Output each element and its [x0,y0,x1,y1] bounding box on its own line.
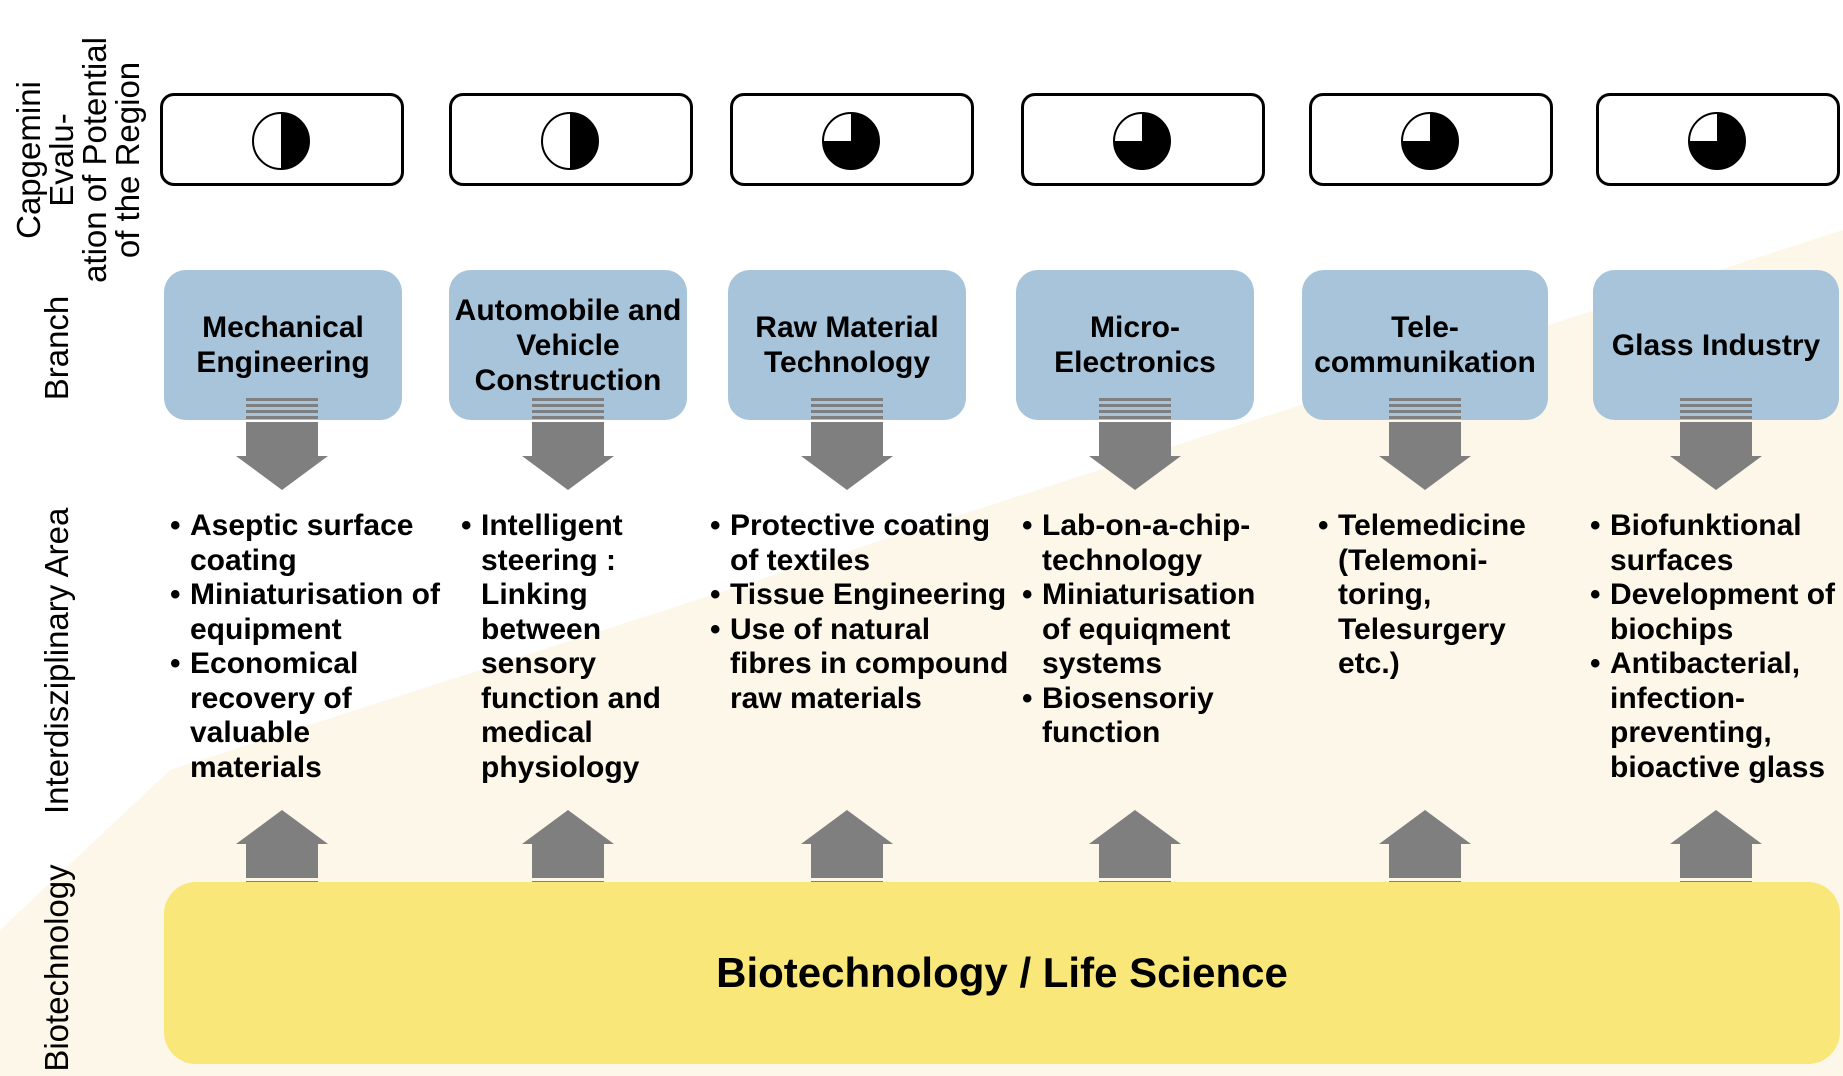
harvey-fill [823,113,879,169]
area-item: Use of natural fibres in compound raw ma… [710,613,1010,717]
branch-label: Tele-communikation [1314,311,1536,379]
branch-label: Raw Material Technology [755,311,939,379]
biotechnology-title: Biotechnology / Life Science [716,949,1288,996]
branch-label: Automobile and Vehicle Construction [454,293,682,397]
area-item: Antibacterial, infection-preventing, bio… [1590,647,1840,785]
area-item: Development of biochips [1590,578,1840,647]
branch-box-mechanical-engineering: Mechanical Engineering [164,270,402,420]
harvey-ball-icon [1113,112,1171,170]
area-item: Telemedicine (Telemoni-toring, Telesurge… [1318,509,1568,682]
area-item: Miniaturisation of equiqment systems [1022,578,1290,682]
row-label-evaluation: Capgemini Evalu- ation of Potential of t… [10,37,146,283]
area-list-mechanical-engineering: Aseptic surface coating Miniaturisation … [170,509,442,785]
harvey-fill [281,113,309,169]
down-arrow-icon [1670,398,1762,490]
area-list-automobile: Intelligent steering : Linking between s… [461,509,683,785]
harvey-ball-icon [822,112,880,170]
rating-box [449,93,693,186]
harvey-ball-icon [252,112,310,170]
down-arrow-icon [1089,398,1181,490]
harvey-ball-icon [541,112,599,170]
branch-box-micro-electronics: Micro-Electronics [1016,270,1254,420]
area-list-glass-industry: Biofunktional surfaces Development of bi… [1590,509,1840,785]
area-list-micro-electronics: Lab-on-a-chip-technology Miniaturisation… [1022,509,1290,751]
rating-box [1309,93,1553,186]
branch-label: Glass Industry [1611,328,1821,362]
area-item: Tissue Engineering [710,578,1010,613]
branch-label: Mechanical Engineering [196,311,370,379]
harvey-ball-icon [1401,112,1459,170]
branch-label: Micro-Electronics [1054,311,1216,379]
area-list-telecommunication: Telemedicine (Telemoni-toring, Telesurge… [1318,509,1568,682]
rating-box [160,93,404,186]
rating-box [1021,93,1265,186]
branch-box-telecommunication: Tele-communikation [1302,270,1548,420]
down-arrow-icon [522,398,614,490]
area-item: Economical recovery of valuable material… [170,647,442,785]
area-item: Miniaturisation of equipment [170,578,442,647]
area-item: Aseptic surface coating [170,509,442,578]
down-arrow-icon [801,398,893,490]
branch-box-automobile: Automobile and Vehicle Construction [449,270,687,420]
row-label-branch: Branch [38,295,75,401]
area-item: Lab-on-a-chip-technology [1022,509,1290,578]
rating-box [730,93,974,186]
area-item: Biofunktional surfaces [1590,509,1840,578]
harvey-fill [1114,113,1170,169]
area-item: Protective coating of textiles [710,509,1010,578]
branch-box-raw-material: Raw Material Technology [728,270,966,420]
area-item: Biosensoriy function [1022,682,1290,751]
harvey-fill [1402,113,1458,169]
down-arrow-icon [1379,398,1471,490]
rating-box [1596,93,1840,186]
harvey-fill [570,113,598,169]
row-label-area: Interdisziplinary Area [38,507,75,814]
biotechnology-band: Biotechnology / Life Science [164,882,1840,1064]
area-item: Intelligent steering : Linking between s… [461,509,683,785]
harvey-ball-icon [1688,112,1746,170]
harvey-fill [1689,113,1745,169]
down-arrow-icon [236,398,328,490]
branch-box-glass-industry: Glass Industry [1593,270,1839,420]
row-label-biotech: Biotechnology [38,864,75,1072]
area-list-raw-material: Protective coating of textiles Tissue En… [710,509,1010,716]
